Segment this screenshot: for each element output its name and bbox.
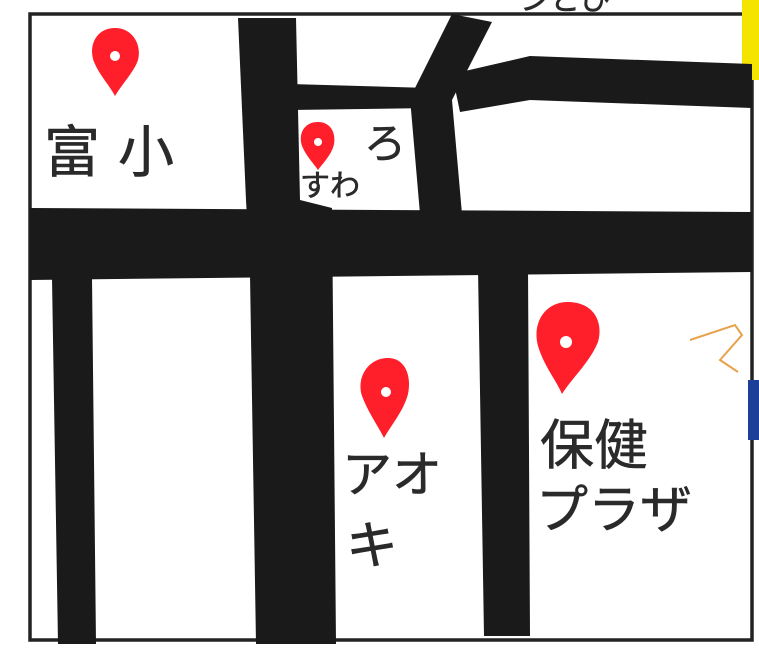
place-health-plaza-label-2: プラザ	[536, 481, 692, 541]
place-school-label-2: 小	[118, 121, 174, 186]
road-center-vertical	[238, 18, 336, 644]
map-pin-icon	[300, 122, 335, 170]
place-aoki-label: アオ	[342, 446, 442, 504]
edge-mark-yellow	[742, 0, 759, 80]
roads	[30, 14, 752, 644]
map-pin-icon	[536, 302, 600, 394]
edge-mark-blue	[748, 380, 759, 440]
orange-scribble	[689, 323, 744, 373]
road-right-vertical	[478, 268, 530, 636]
place-school[interactable]: 富 小	[44, 28, 174, 186]
place-aoki-label-2: キ	[346, 517, 398, 577]
road-upper-right	[452, 56, 752, 112]
place-store-label: すわ	[300, 169, 360, 204]
place-school-label: 富	[44, 121, 100, 186]
road-left-vertical	[52, 278, 96, 644]
place-store[interactable]: すわ ろ	[300, 119, 407, 205]
road-angled	[410, 14, 492, 214]
map-pin-icon	[360, 358, 410, 438]
map-pin-icon	[92, 28, 139, 96]
place-health-plaza-label: 保健	[540, 414, 648, 477]
top-cut-text: ンとひ	[520, 0, 610, 18]
place-aoki[interactable]: アオ キ	[342, 358, 442, 577]
place-health-plaza[interactable]: 保健 プラザ	[536, 302, 692, 541]
place-store-label-2: ろ	[364, 119, 406, 168]
road-top-connector	[290, 84, 432, 110]
road-main-horizontal	[30, 208, 752, 280]
map-border	[28, 12, 754, 642]
